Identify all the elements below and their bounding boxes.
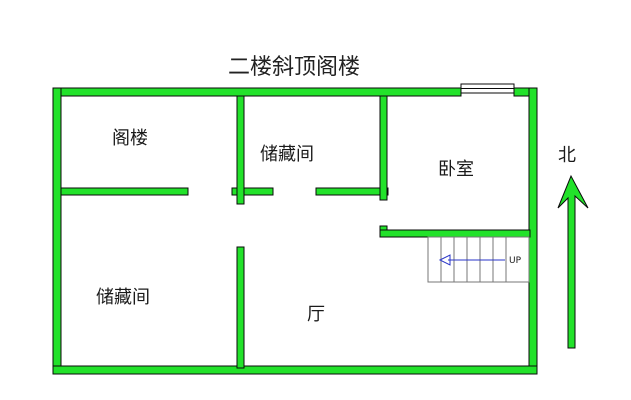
- north-arrow-icon: [557, 174, 589, 349]
- wall-storage-right: [379, 95, 388, 201]
- wall-storage-bottom-left: [242, 187, 274, 196]
- wall-left: [52, 87, 62, 375]
- wall-bottom: [52, 365, 538, 375]
- staircase: UP: [427, 236, 530, 283]
- room-label-storage-upper: 储藏间: [260, 144, 314, 165]
- room-label-hall: 厅: [307, 304, 325, 325]
- plan-title: 二楼斜顶阁楼: [228, 55, 360, 80]
- room-label-storage-lower: 储藏间: [96, 287, 150, 308]
- wall-storage-bottom-right: [315, 187, 389, 196]
- stair-direction-arrow-icon: [438, 254, 451, 266]
- north-label: 北: [558, 145, 576, 166]
- room-label-bedroom: 卧室: [438, 159, 474, 180]
- wall-bedroom-bottom: [379, 229, 531, 238]
- room-label-attic: 阁楼: [112, 128, 148, 149]
- north-arrow: 北: [557, 145, 589, 349]
- wall-attic-right: [236, 95, 245, 205]
- wall-attic-bottom: [60, 187, 189, 196]
- window-marker: [460, 83, 515, 94]
- outer-walls: [52, 87, 538, 375]
- interior-walls: [60, 95, 531, 369]
- wall-hall-left: [236, 246, 245, 369]
- wall-top-left: [52, 87, 462, 97]
- stair-up-label: UP: [509, 256, 522, 266]
